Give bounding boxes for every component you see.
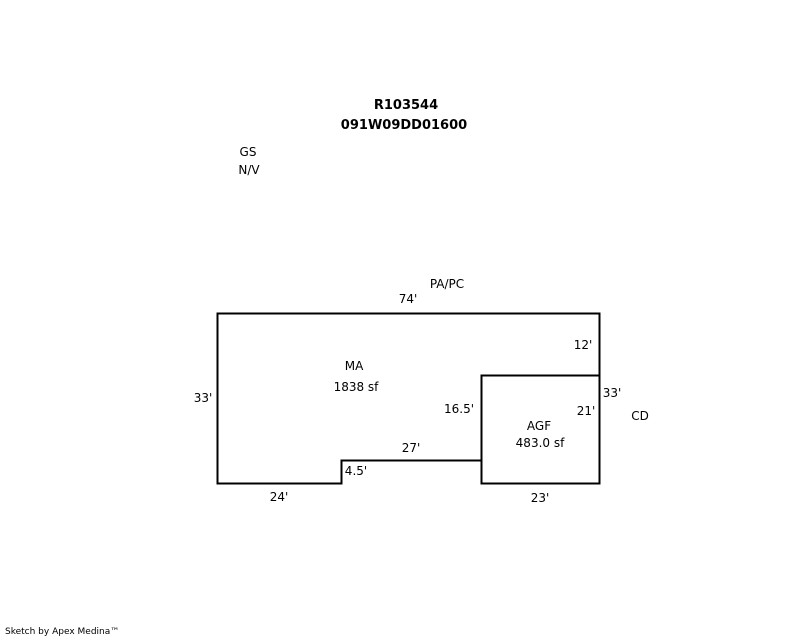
agf-outline (480, 374, 601, 485)
dim-right-upper: 12' (573, 338, 593, 352)
area-ma-size: 1838 sf (333, 380, 379, 394)
dim-notch-top: 27' (401, 441, 421, 455)
sketch-credit: Sketch by Apex Medina™ (5, 627, 120, 637)
area-agf-name: AGF (526, 419, 552, 433)
dim-left: 33' (193, 391, 213, 405)
dim-agf-right: 21' (576, 404, 596, 418)
area-ma-name: MA (344, 359, 364, 373)
parcel-id: R103544 (373, 98, 439, 113)
dim-agf-left: 16.5' (443, 402, 475, 416)
note-nv: N/V (238, 163, 260, 177)
note-pa-pc: PA/PC (429, 277, 465, 291)
dim-agf-bottom: 23' (530, 491, 550, 505)
area-agf-size: 483.0 sf (515, 436, 565, 450)
dim-step: 4.5' (344, 464, 368, 478)
map-number: 091W09DD01600 (340, 118, 468, 133)
note-cd: CD (631, 409, 649, 423)
dim-bottom-left: 24' (269, 490, 289, 504)
ma-outline (216, 312, 601, 485)
note-gs: GS (239, 145, 257, 159)
dim-top: 74' (398, 292, 418, 306)
dim-right-full: 33' (602, 386, 622, 400)
